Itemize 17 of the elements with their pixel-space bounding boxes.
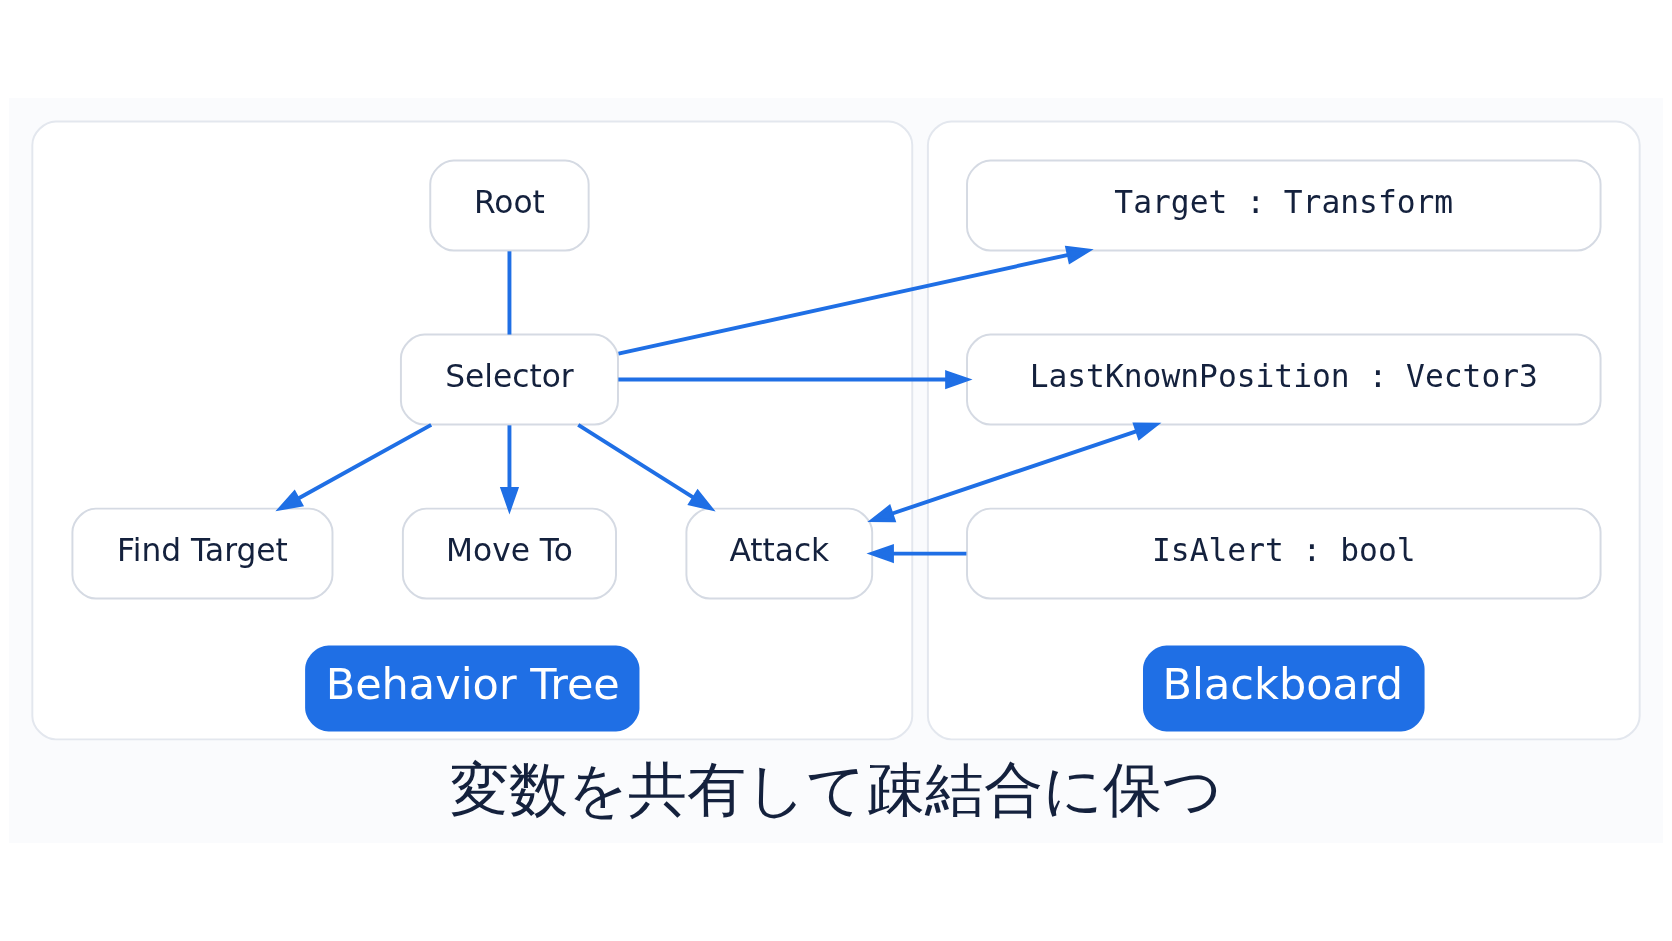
arrow [867,422,1162,523]
arrow [275,423,433,512]
arrow [618,245,1094,356]
caption: 変数を共有して疎結合に保つ [450,755,1222,824]
node-box: Find Target [71,507,334,600]
node-box: LastKnownPosition : Vector3 [966,333,1602,426]
connector [507,251,512,335]
node-box: Attack [685,507,874,600]
node-box: Move To [401,507,617,600]
arrow [577,423,716,512]
arrow [866,544,967,564]
node-box: Selector [399,333,619,426]
arrow [618,369,973,390]
arrow [499,425,520,515]
node-box: Target : Transform [966,159,1602,252]
node-box: Root [429,159,590,252]
node-box: IsAlert : bool [966,507,1602,600]
